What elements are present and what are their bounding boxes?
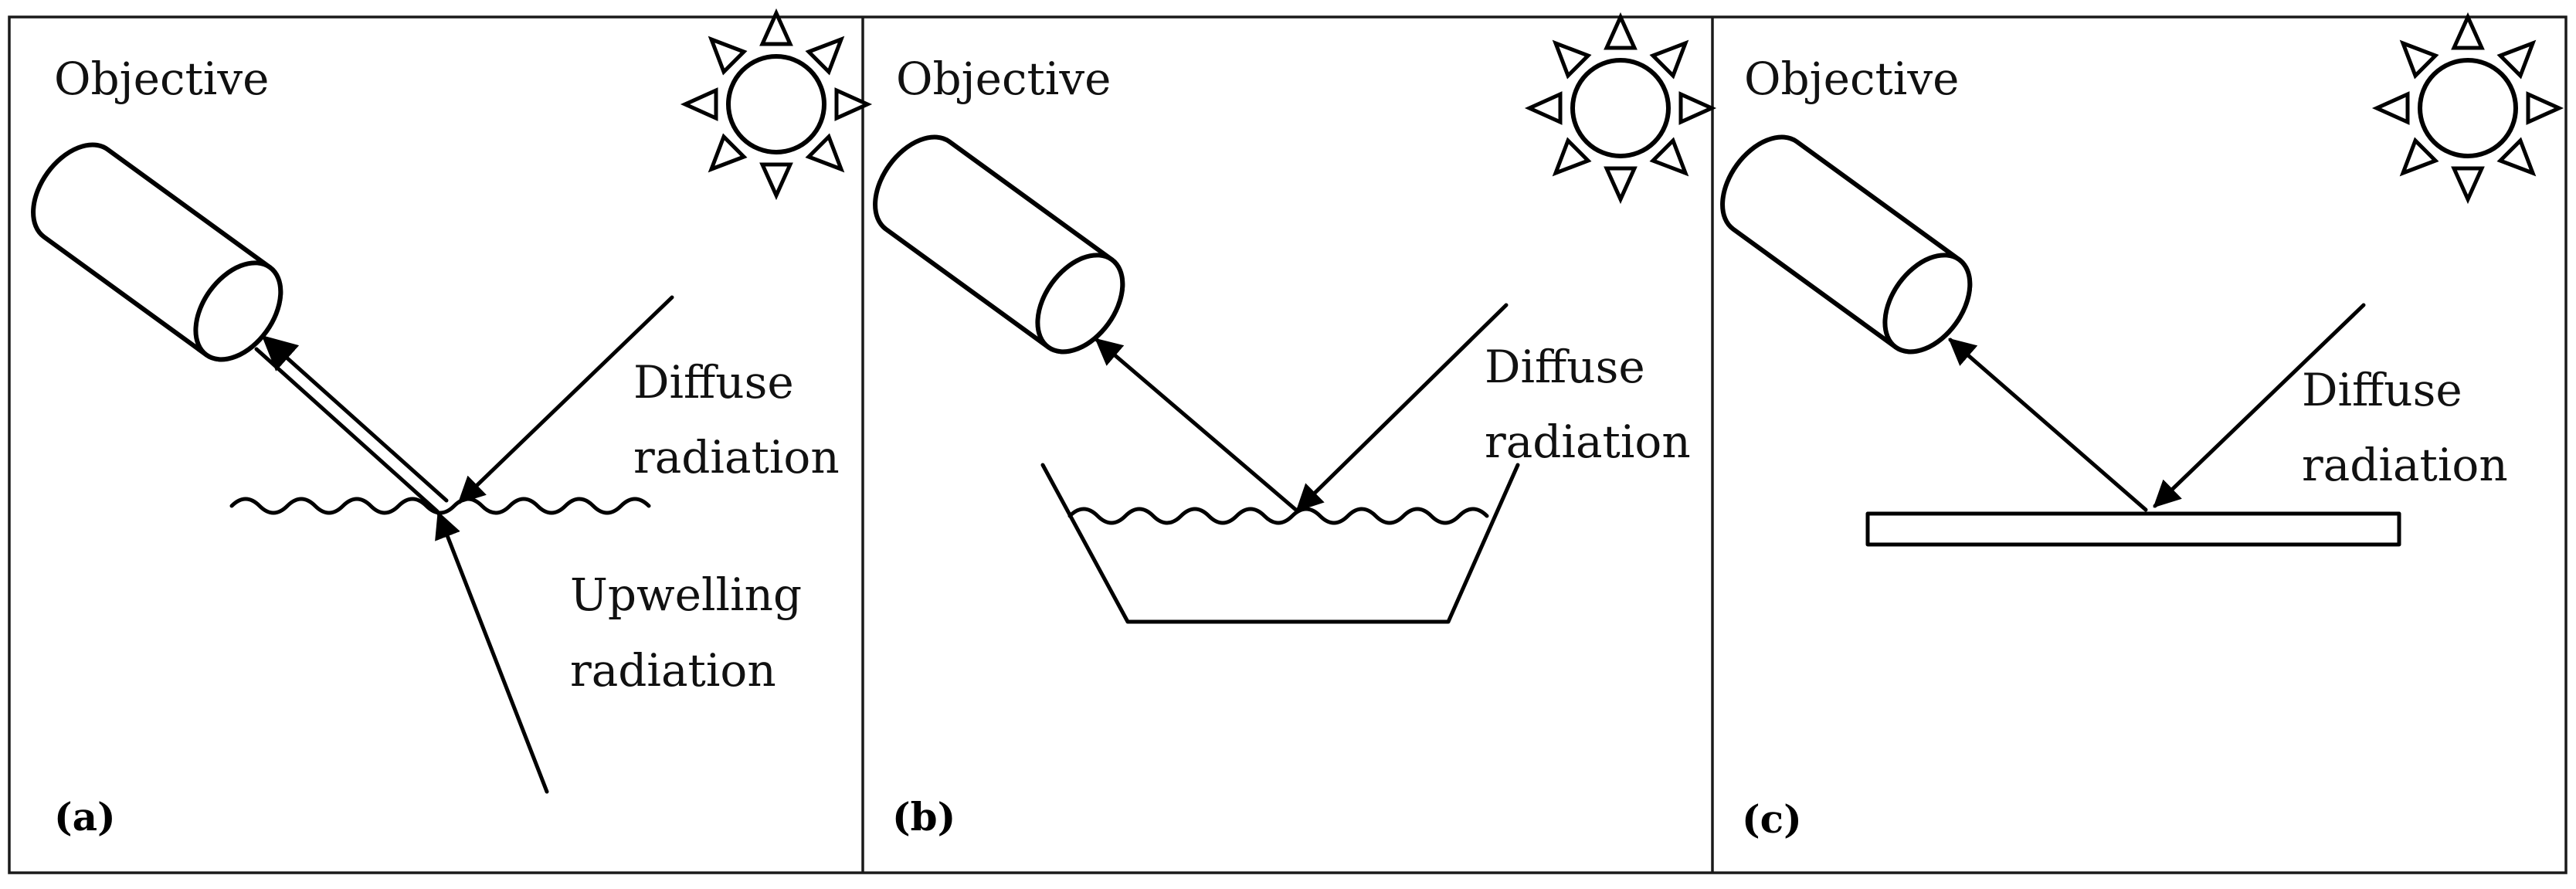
panel-b: Objective Diffuse radiation (b) bbox=[857, 17, 1712, 840]
sun-icon bbox=[2377, 17, 2559, 199]
reflected-radiation-arrow bbox=[1095, 338, 1300, 514]
reflected-radiation-arrow bbox=[1948, 338, 2148, 512]
objective-label: Objective bbox=[54, 53, 269, 105]
diffuse-label-line1: Diffuse bbox=[633, 356, 794, 409]
sun-icon bbox=[1529, 17, 1712, 199]
reflected-radiation-line-1 bbox=[261, 335, 449, 503]
objective-label: Objective bbox=[1744, 53, 1959, 105]
water-container bbox=[1040, 463, 1520, 624]
upwelling-label-line1: Upwelling bbox=[570, 568, 802, 621]
panel-tag: (c) bbox=[1742, 796, 1802, 842]
diffuse-label-line2: radiation bbox=[1485, 416, 1691, 468]
diffuse-label-line2: radiation bbox=[633, 431, 840, 484]
diffuse-radiation-arrow bbox=[2153, 303, 2366, 508]
upwelling-label-line2: radiation bbox=[570, 644, 776, 697]
panel-a: Objective Diffuse radiation Upwelling ra… bbox=[15, 13, 867, 840]
objective-label: Objective bbox=[896, 53, 1111, 105]
diffuse-radiation-arrow bbox=[1295, 303, 1509, 512]
objective-cylinder-icon bbox=[15, 129, 297, 375]
reference-plate bbox=[1865, 511, 2401, 547]
water-surface bbox=[1067, 507, 1489, 525]
diffuse-label-line1: Diffuse bbox=[2302, 364, 2462, 416]
diffuse-label-line1: Diffuse bbox=[1485, 341, 1645, 393]
diffuse-label-line2: radiation bbox=[2302, 439, 2508, 491]
figure-border bbox=[8, 15, 2568, 874]
panel-tag: (b) bbox=[892, 794, 955, 840]
upwelling-radiation-arrow bbox=[435, 511, 549, 794]
reflected-radiation-line-2 bbox=[254, 347, 440, 514]
water-surface bbox=[229, 497, 651, 515]
sun-icon bbox=[685, 13, 867, 195]
objective-cylinder-icon bbox=[857, 121, 1139, 368]
objective-cylinder-icon bbox=[1705, 121, 1987, 368]
panel-tag: (a) bbox=[54, 794, 116, 840]
diffuse-radiation-arrow bbox=[457, 295, 674, 504]
panel-c: Objective Diffuse radiation (c) bbox=[1705, 17, 2559, 842]
